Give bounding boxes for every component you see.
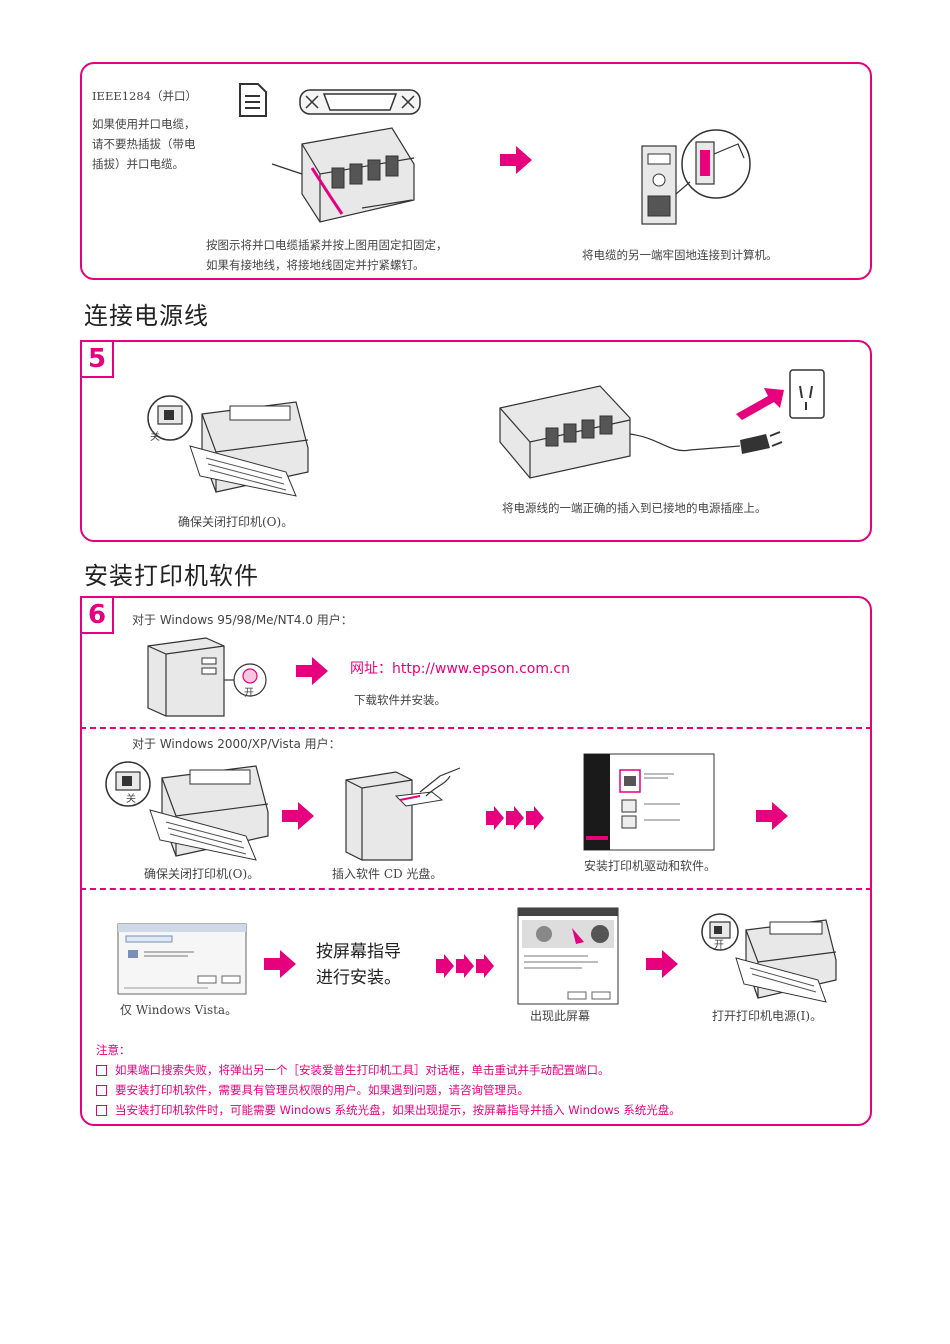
warning-line-2: 请不要热插拔（带电 bbox=[92, 137, 196, 151]
note-text: 要安装打印机软件，需要具有管理员权限的用户。如果遇到问题，请咨询管理员。 bbox=[115, 1083, 529, 1097]
off-switch-label: 关 bbox=[126, 794, 136, 805]
warning-line-3: 插拔）并口电缆。 bbox=[92, 157, 184, 171]
section-divider bbox=[80, 888, 872, 890]
power-off-caption: 确保关闭打印机(O)。 bbox=[178, 515, 294, 529]
printer-power-illustration bbox=[499, 369, 825, 479]
section-divider bbox=[80, 727, 872, 729]
note-text: 当安装打印机软件时，可能需要 Windows 系统光盘，如果出现提示，按屏幕指导… bbox=[115, 1103, 681, 1117]
computer-back-illustration bbox=[641, 129, 751, 225]
note-icon bbox=[239, 83, 267, 117]
triple-arrow-icon bbox=[486, 806, 544, 830]
printer-off-illustration bbox=[105, 761, 269, 861]
notes-block: 注意： 如果端口搜索失败，将弹出另一个［安装爱普生打印机工具］对话框，单击重试并… bbox=[96, 1040, 681, 1120]
note-item: 当安装打印机软件时，可能需要 Windows 系统光盘，如果出现提示，按屏幕指导… bbox=[96, 1100, 681, 1120]
installer-screen-illustration bbox=[583, 753, 715, 851]
on-switch-label: 开 bbox=[714, 940, 724, 951]
arrow-right-icon bbox=[646, 950, 678, 978]
insert-cd-caption: 插入软件 CD 光盘。 bbox=[332, 867, 443, 881]
win9x-title: 对于 Windows 95/98/Me/NT4.0 用户： bbox=[132, 613, 353, 627]
install-driver-caption: 安装打印机驱动和软件。 bbox=[584, 859, 717, 873]
warning-line-1: 如果使用并口电缆， bbox=[92, 117, 196, 131]
arrow-right-icon bbox=[296, 657, 328, 685]
win2000-title: 对于 Windows 2000/XP/Vista 用户： bbox=[132, 737, 341, 751]
power-heading: 连接电源线 bbox=[84, 302, 209, 330]
connect-caption-2: 如果有接地线，将接地线固定并拧紧螺钉。 bbox=[206, 258, 425, 272]
notes-title: 注意： bbox=[96, 1043, 131, 1057]
follow-instructions-line-2: 进行安装。 bbox=[316, 968, 401, 988]
arrow-right-icon bbox=[756, 802, 788, 830]
note-item: 要安装打印机软件，需要具有管理员权限的用户。如果遇到问题，请咨询管理员。 bbox=[96, 1080, 681, 1100]
printer-back-illustration bbox=[271, 127, 415, 223]
connect-caption-1: 按图示将并口电缆插紧并按上图用固定扣固定， bbox=[206, 238, 448, 252]
computer-tower-illustration bbox=[147, 637, 267, 717]
step-5-badge: 5 bbox=[80, 340, 114, 378]
power-on-caption: 打开打印机电源(I)。 bbox=[712, 1009, 823, 1023]
printer-on-illustration bbox=[701, 913, 837, 1003]
software-heading: 安装打印机软件 bbox=[84, 562, 259, 590]
off-switch-label: 关 bbox=[150, 432, 160, 443]
on-switch-label: 开 bbox=[244, 688, 254, 699]
download-caption: 下载软件并安装。 bbox=[354, 693, 446, 707]
completion-screen-illustration bbox=[517, 907, 619, 1005]
checkbox-icon bbox=[96, 1084, 107, 1096]
note-item: 如果端口搜索失败，将弹出另一个［安装爱普生打印机工具］对话框，单击重试并手动配置… bbox=[96, 1060, 681, 1080]
parallel-connector-illustration bbox=[299, 89, 421, 115]
cd-insert-illustration bbox=[345, 767, 461, 861]
vista-dialog-illustration bbox=[117, 923, 247, 995]
screen-appears-caption: 出现此屏幕 bbox=[530, 1009, 591, 1023]
vista-only-caption: 仅 Windows Vista。 bbox=[120, 1003, 238, 1017]
step-6-badge: 6 bbox=[80, 596, 114, 634]
port-label: IEEE1284（并口） bbox=[92, 89, 197, 103]
follow-instructions-line-1: 按屏幕指导 bbox=[316, 942, 401, 962]
arrow-right-icon bbox=[264, 950, 296, 978]
note-text: 如果端口搜索失败，将弹出另一个［安装爱普生打印机工具］对话框，单击重试并手动配置… bbox=[115, 1063, 610, 1077]
arrow-right-icon bbox=[500, 146, 532, 174]
checkbox-icon bbox=[96, 1104, 107, 1116]
printer-off-illustration bbox=[147, 395, 309, 497]
epson-website-url[interactable]: 网址：http://www.epson.com.cn bbox=[350, 661, 571, 677]
checkbox-icon bbox=[96, 1064, 107, 1076]
triple-arrow-icon bbox=[436, 954, 494, 978]
computer-caption: 将电缆的另一端牢固地连接到计算机。 bbox=[582, 248, 778, 262]
power-plug-caption: 将电源线的一端正确的插入到已接地的电源插座上。 bbox=[502, 501, 767, 515]
arrow-right-icon bbox=[282, 802, 314, 830]
install-off-caption: 确保关闭打印机(O)。 bbox=[144, 867, 260, 881]
